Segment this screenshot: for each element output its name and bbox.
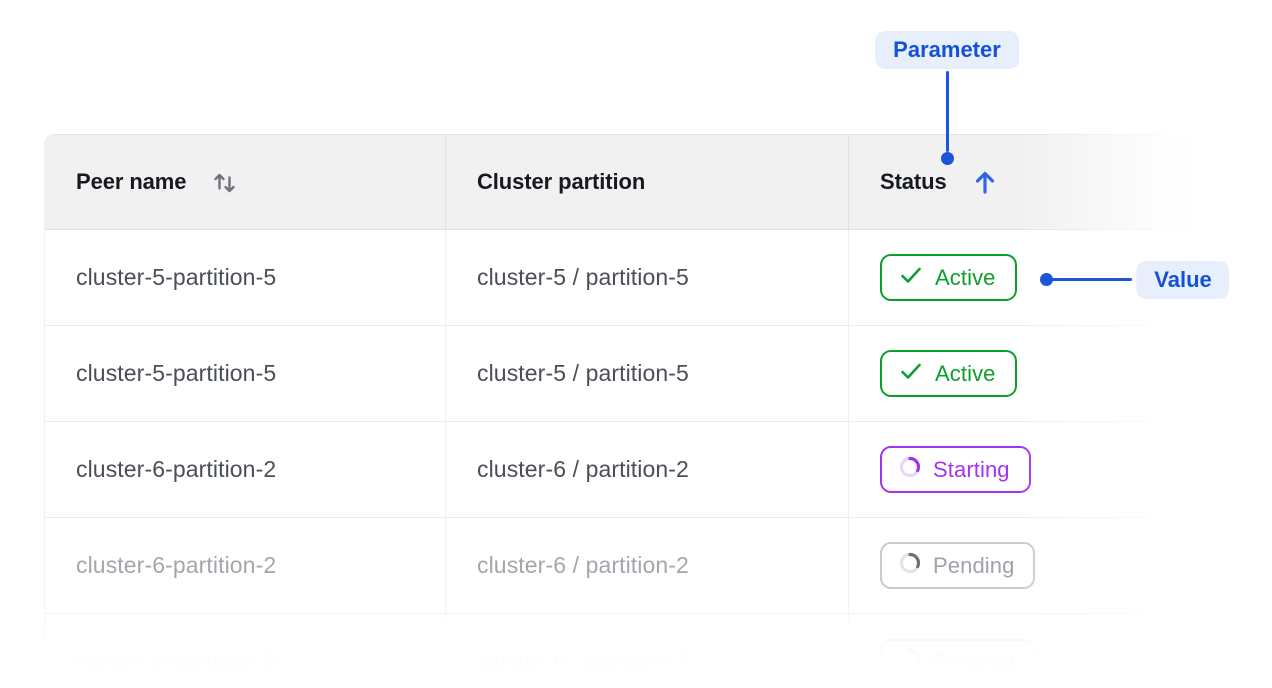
status-badge-active: Active bbox=[880, 350, 1017, 397]
check-icon bbox=[898, 262, 924, 294]
column-header-cluster-partition: Cluster partition bbox=[446, 135, 849, 229]
check-icon bbox=[898, 358, 924, 390]
column-label: Status bbox=[880, 169, 947, 194]
peer-name-cell: cluster-6-partition-2 bbox=[45, 518, 446, 613]
peer-name-cell: cluster-6-partition-2 bbox=[45, 422, 446, 517]
column-header-status[interactable]: Status bbox=[849, 135, 1210, 229]
status-label: Pending bbox=[933, 649, 1015, 674]
cluster-partition-cell: cluster-6 / partition-2 bbox=[446, 422, 849, 517]
table-row[interactable]: cluster-6-partition-2 cluster-6 / partit… bbox=[45, 614, 1210, 688]
table-row[interactable]: cluster-6-partition-2 cluster-6 / partit… bbox=[45, 422, 1210, 518]
spinner-icon bbox=[898, 455, 922, 485]
column-header-peer-name[interactable]: Peer name bbox=[45, 135, 446, 229]
spinner-icon bbox=[898, 647, 922, 677]
peer-name-cell: cluster-5-partition-5 bbox=[45, 326, 446, 421]
status-badge-pending: Pending bbox=[880, 638, 1036, 686]
table-header-row: Peer name Cluster partition Status bbox=[45, 134, 1210, 230]
status-label: Active bbox=[935, 360, 996, 386]
arrow-up-icon bbox=[973, 168, 997, 196]
cluster-partition-cell: cluster-5 / partition-5 bbox=[446, 230, 849, 325]
peer-name-cell: cluster-6-partition-2 bbox=[45, 614, 446, 688]
status-label: Pending bbox=[933, 552, 1015, 578]
status-cell: Starting bbox=[849, 422, 1210, 517]
status-label: Starting bbox=[933, 456, 1010, 482]
table-row[interactable]: cluster-5-partition-5 cluster-5 / partit… bbox=[45, 326, 1210, 422]
cluster-partition-cell: cluster-5 / partition-5 bbox=[446, 326, 849, 421]
peers-table: Peer name Cluster partition Status bbox=[44, 134, 1210, 688]
cluster-partition-cell: cluster-6 / partition-2 bbox=[446, 614, 849, 688]
table-row[interactable]: cluster-6-partition-2 cluster-6 / partit… bbox=[45, 518, 1210, 614]
status-badge-starting: Starting bbox=[880, 446, 1031, 493]
status-cell: Active bbox=[849, 326, 1210, 421]
status-cell: Pending bbox=[849, 614, 1210, 688]
status-cell: Pending bbox=[849, 518, 1210, 613]
cluster-partition-cell: cluster-6 / partition-2 bbox=[446, 518, 849, 613]
column-label: Cluster partition bbox=[477, 169, 646, 194]
table-row[interactable]: cluster-5-partition-5 cluster-5 / partit… bbox=[45, 230, 1210, 326]
status-cell: Active bbox=[849, 230, 1210, 325]
status-badge-active: Active bbox=[880, 254, 1017, 301]
status-label: Active bbox=[935, 264, 996, 290]
column-label: Peer name bbox=[76, 169, 187, 194]
status-badge-pending: Pending bbox=[880, 542, 1036, 589]
parameter-annotation-chip: Parameter bbox=[875, 31, 1019, 69]
peer-name-cell: cluster-5-partition-5 bbox=[45, 230, 446, 325]
sort-up-down-icon bbox=[212, 168, 237, 196]
spinner-icon bbox=[898, 551, 922, 581]
